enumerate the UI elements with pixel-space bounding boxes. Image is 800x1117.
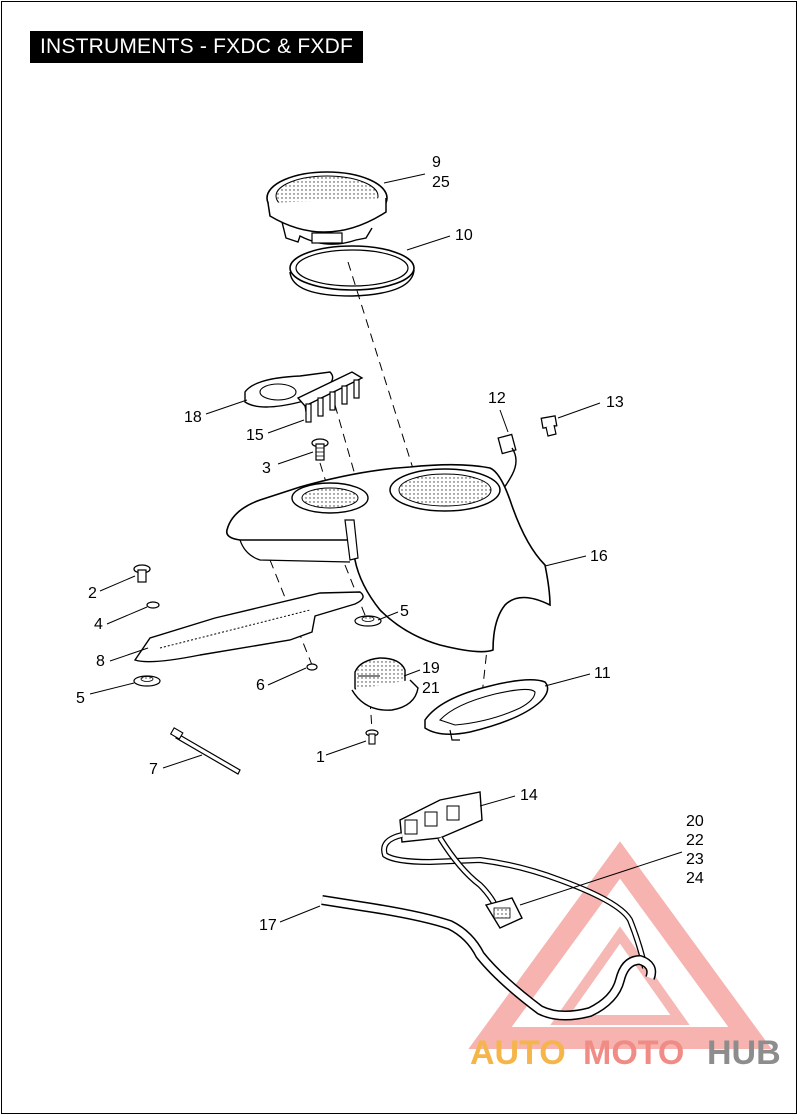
screw-1 <box>365 729 379 745</box>
callout-6: 6 <box>256 677 265 694</box>
gasket-ring <box>289 245 415 297</box>
callout-2: 2 <box>88 585 97 602</box>
watermark-triangle-outer <box>468 841 772 1049</box>
grommet-5-right <box>354 615 382 627</box>
cable-strap <box>169 727 241 775</box>
bulb-socket <box>497 433 517 496</box>
callout-3: 3 <box>262 460 271 477</box>
callout-12: 12 <box>488 390 506 407</box>
callout-20: 20 <box>686 813 704 830</box>
callout-10: 10 <box>455 227 473 244</box>
callout-11: 11 <box>594 665 611 682</box>
watermark-hub: HUB <box>707 1034 781 1072</box>
watermark-text: AUTO MOTO HUB <box>470 1034 781 1072</box>
callout-22: 22 <box>686 832 704 849</box>
callout-16: 16 <box>590 548 608 565</box>
callout-14: 14 <box>520 787 538 804</box>
mounting-ring <box>424 679 549 741</box>
watermark-auto: AUTO <box>470 1034 566 1072</box>
callout-23: 23 <box>686 851 704 868</box>
mounting-bracket <box>133 591 364 663</box>
callout-25: 25 <box>432 174 450 191</box>
callout-19: 19 <box>422 660 440 677</box>
wiring-channel <box>321 895 657 1021</box>
clip-6 <box>306 663 318 671</box>
callout-7: 7 <box>149 761 158 778</box>
washer-4 <box>146 601 160 609</box>
indicator-module <box>351 657 419 711</box>
switch-connector <box>399 791 483 843</box>
leader-lines <box>89 173 683 923</box>
callout-5-right: 5 <box>400 603 409 620</box>
callout-21: 21 <box>422 680 440 697</box>
watermark-moto: MOTO <box>583 1034 684 1072</box>
callout-13: 13 <box>606 394 624 411</box>
callout-8: 8 <box>96 653 105 670</box>
callout-17: 17 <box>259 917 277 934</box>
screw-3 <box>311 438 329 461</box>
callout-4: 4 <box>94 616 103 633</box>
callout-9: 9 <box>432 154 441 171</box>
callout-labels: 9 25 10 12 13 18 15 3 16 2 4 5 8 5 6 19 … <box>76 154 704 934</box>
callout-18: 18 <box>184 409 202 426</box>
indicator-gasket <box>244 371 334 408</box>
bulb <box>540 415 558 437</box>
grommet-5-left <box>133 675 161 687</box>
wiring-harness <box>381 832 648 969</box>
callout-5-left: 5 <box>76 690 85 707</box>
callout-1: 1 <box>316 749 325 766</box>
page-title: INSTRUMENTS - FXDC & FXDF <box>30 31 363 63</box>
callout-24: 24 <box>686 870 704 887</box>
console-housing <box>225 463 551 653</box>
callout-15: 15 <box>246 427 264 444</box>
assembly-lines <box>269 261 489 731</box>
watermark-logo <box>468 841 772 1049</box>
indicator-lamp-housing <box>296 371 364 423</box>
speedometer <box>266 171 388 245</box>
screw-2 <box>133 564 151 583</box>
